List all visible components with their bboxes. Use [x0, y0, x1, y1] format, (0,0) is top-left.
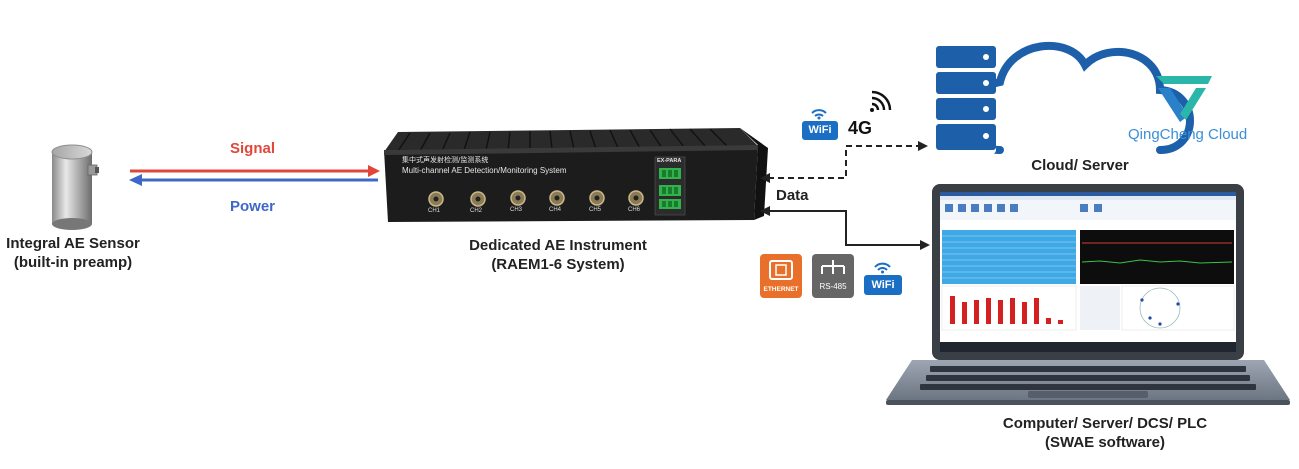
bnc-connector-ch5 [589, 190, 605, 206]
cellular-4g-text: 4G [848, 118, 873, 138]
channel-label-ch3: CH3 [510, 207, 523, 213]
ethernet-text: ETHERNET [763, 286, 799, 293]
sensor-label-line1: Integral AE Sensor [6, 235, 140, 252]
rs485-icon [812, 254, 854, 298]
sensor-label: Integral AE Sensor (built-in preamp) [0, 234, 146, 272]
cellular-4g-icon [870, 90, 892, 112]
qingcheng-brand: QingCheng Cloud [1128, 126, 1248, 143]
bnc-connector-ch1 [428, 191, 444, 207]
power-arrow [129, 174, 378, 186]
cloud-server-icon [936, 41, 1194, 154]
channel-label-ch5: CH5 [589, 207, 602, 213]
terminal-label: EX-PARA [657, 158, 682, 164]
instrument-label: Dedicated AE Instrument (RAEM1-6 System) [420, 236, 696, 274]
channel-label-ch4: CH4 [549, 207, 562, 213]
bnc-connector-ch3 [510, 190, 526, 206]
bnc-connector-ch6 [628, 190, 644, 206]
instrument-panel-cn: 集中式声发射检测/监测系统 [402, 156, 489, 164]
instrument-title-line1: Dedicated AE Instrument [469, 237, 647, 254]
sensor-label-line2: (built-in preamp) [13, 254, 133, 271]
wifi-cloud-icon [802, 109, 838, 140]
signal-label: Signal [230, 140, 276, 157]
wifi-cloud-text: WiFi [808, 124, 832, 136]
ae-instrument-image [384, 128, 768, 222]
wifi-interface-icon [864, 262, 902, 295]
data-label: Data [776, 187, 809, 204]
cloud-data-arrow [760, 141, 928, 183]
computer-label-line2: (SWAE software) [1044, 434, 1165, 451]
signal-arrow [130, 165, 380, 177]
instrument-panel-en: Multi-channel AE Detection/Monitoring Sy… [402, 166, 567, 175]
bnc-connector-ch2 [470, 191, 486, 207]
ae-sensor-image [51, 144, 99, 230]
rs485-text: RS-485 [819, 282, 847, 291]
bnc-connector-ch4 [549, 190, 565, 206]
channel-label-ch2: CH2 [470, 208, 483, 214]
cloud-label: Cloud/ Server [1031, 157, 1129, 174]
computer-data-arrow [760, 206, 930, 250]
qingcheng-logo-icon [1156, 76, 1212, 122]
channel-label-ch1: CH1 [428, 208, 441, 214]
ethernet-icon [760, 254, 802, 298]
laptop-image [886, 184, 1290, 405]
power-label: Power [230, 198, 276, 215]
computer-label-line1: Computer/ Server/ DCS/ PLC [1002, 415, 1208, 432]
computer-label: Computer/ Server/ DCS/ PLC (SWAE softwar… [980, 414, 1230, 452]
channel-label-ch6: CH6 [628, 207, 641, 213]
wifi-interface-text: WiFi [871, 279, 895, 291]
instrument-title-line2: (RAEM1-6 System) [491, 256, 625, 273]
